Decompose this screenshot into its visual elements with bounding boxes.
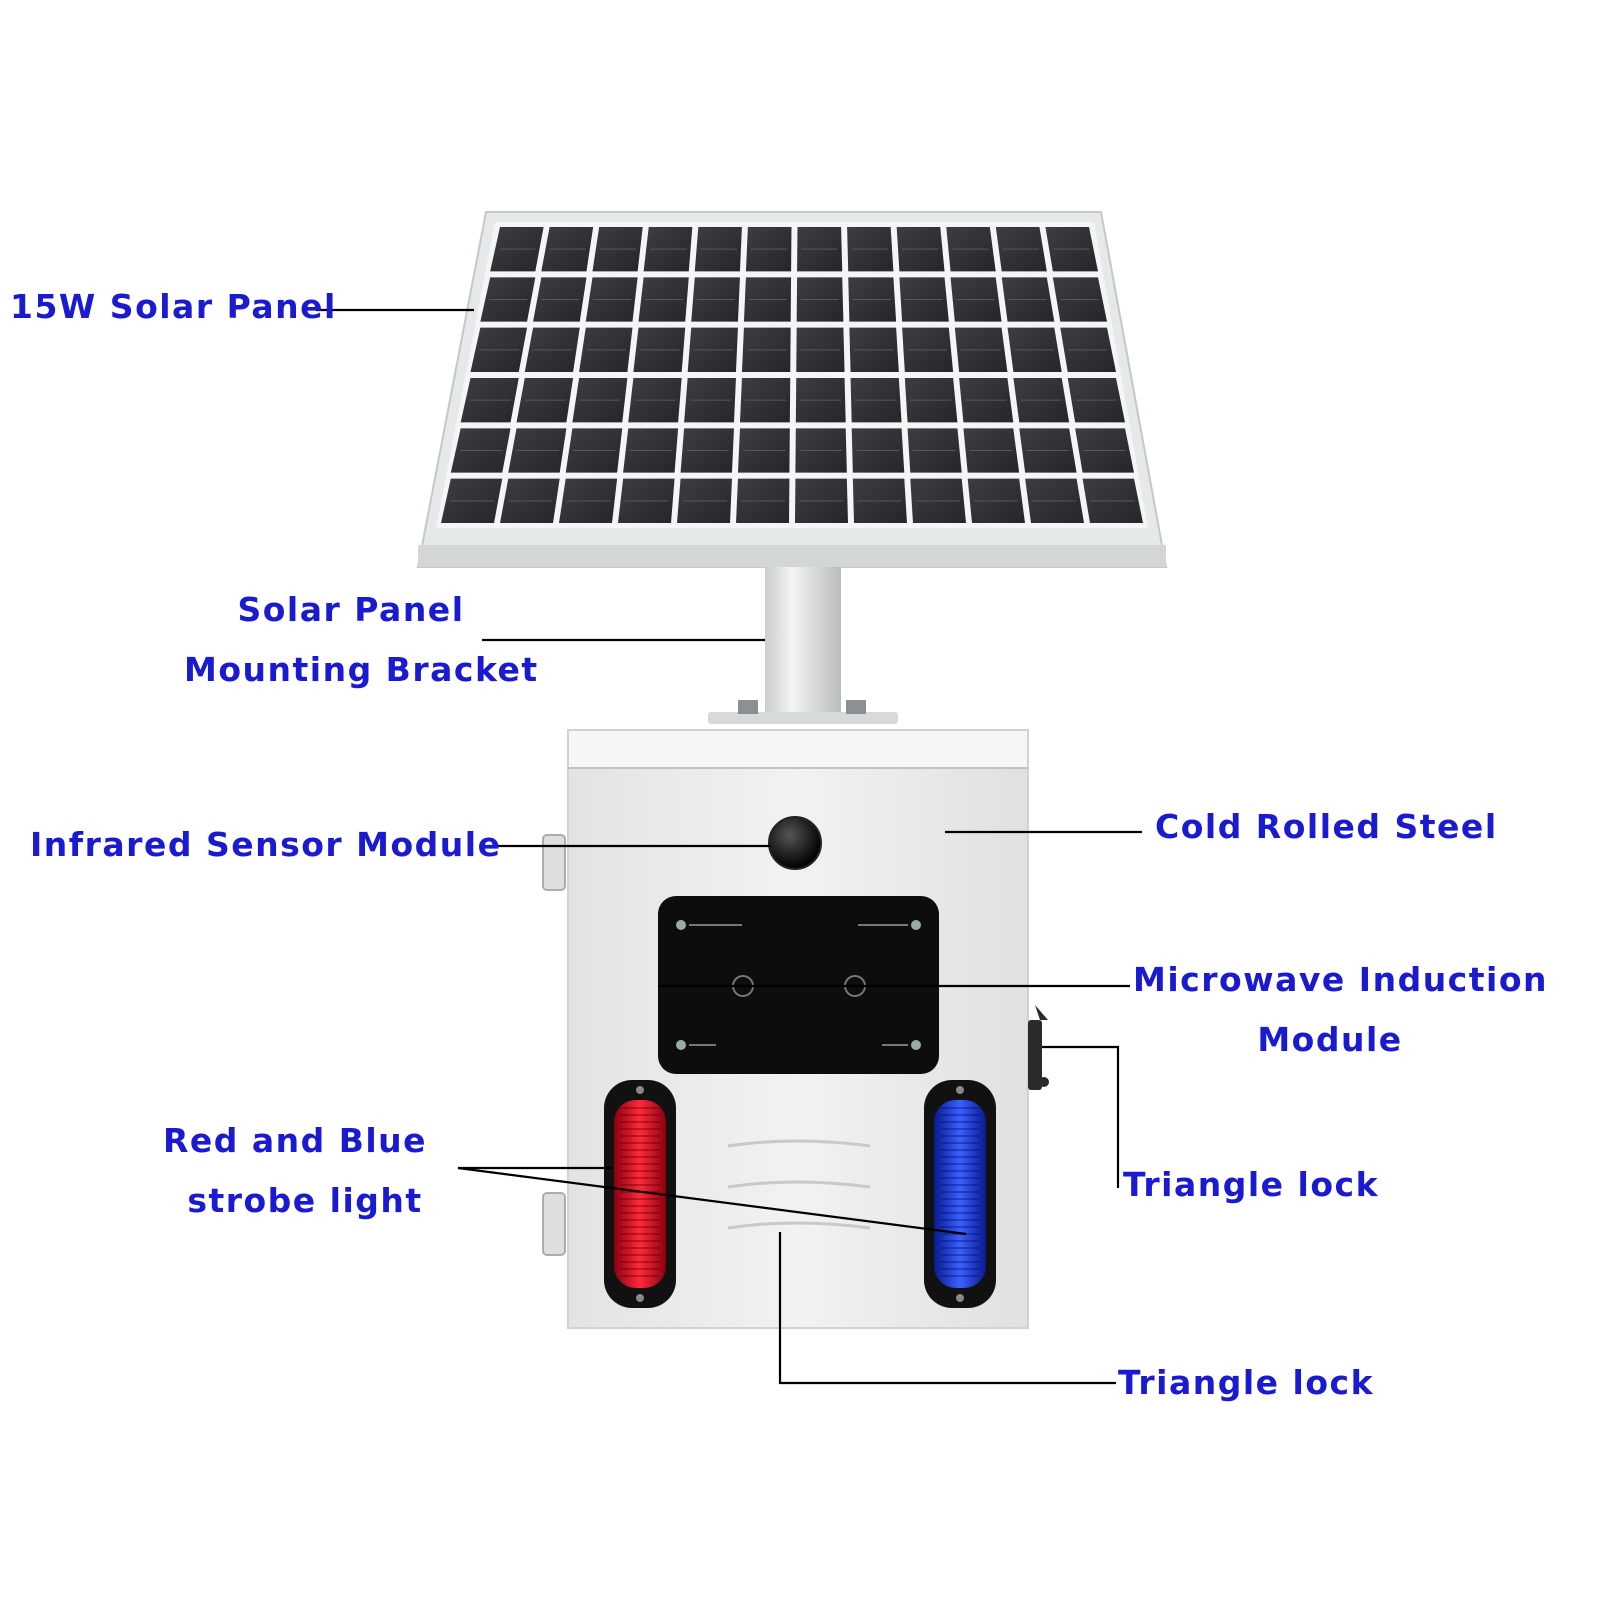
label-strobe-line2: strobe light bbox=[187, 1181, 423, 1220]
solar-cells bbox=[441, 227, 1143, 523]
label-strobe-line1: Red and Blue bbox=[162, 1121, 428, 1160]
side-triangle-lock bbox=[1028, 1005, 1049, 1090]
label-solar-panel: 15W Solar Panel bbox=[10, 287, 337, 326]
label-triangle-lock-side: Triangle lock bbox=[1123, 1165, 1380, 1204]
label-cold-rolled: Cold Rolled Steel bbox=[1155, 807, 1498, 846]
leader-lines bbox=[316, 308, 1142, 1385]
mounting-bracket bbox=[708, 567, 898, 724]
infrared-sensor bbox=[768, 816, 822, 870]
label-infrared: Infrared Sensor Module bbox=[30, 825, 502, 864]
leader-strobe-blue bbox=[457, 1166, 967, 1236]
label-microwave-line2: Module bbox=[1257, 1020, 1403, 1059]
leader-triangle-lock-bottom bbox=[778, 1232, 1116, 1385]
label-bracket-line1: Solar Panel bbox=[237, 590, 465, 629]
label-bracket-line2: Mounting Bracket bbox=[184, 650, 539, 689]
solar-panel bbox=[416, 211, 1168, 568]
label-triangle-lock-bottom: Triangle lock bbox=[1118, 1363, 1375, 1402]
label-microwave-line1: Microwave Induction bbox=[1133, 960, 1548, 999]
blue-strobe-light bbox=[924, 1080, 996, 1308]
leader-triangle-lock-side bbox=[1042, 1045, 1120, 1188]
red-strobe-light bbox=[604, 1080, 676, 1308]
